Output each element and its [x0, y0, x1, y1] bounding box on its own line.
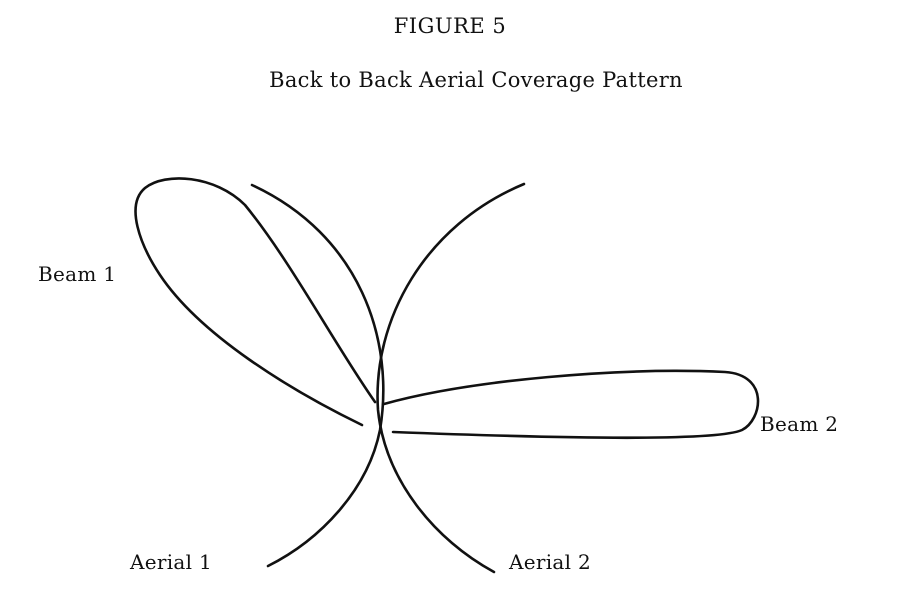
- figure-number: FIGURE 5: [393, 14, 507, 38]
- aerial-1-arc: [250, 183, 385, 568]
- beam-1-lobe: [134, 177, 377, 427]
- beam-2-lobe: [382, 369, 760, 440]
- aerial-2-label: Aerial 2: [509, 550, 592, 574]
- beam-2-label: Beam 2: [760, 412, 839, 436]
- figure-title: Back to Back Aerial Coverage Pattern: [269, 68, 683, 92]
- beam-1-label: Beam 1: [38, 262, 117, 286]
- aerial-1-label: Aerial 1: [130, 550, 213, 574]
- aerial-2-arc: [376, 182, 526, 574]
